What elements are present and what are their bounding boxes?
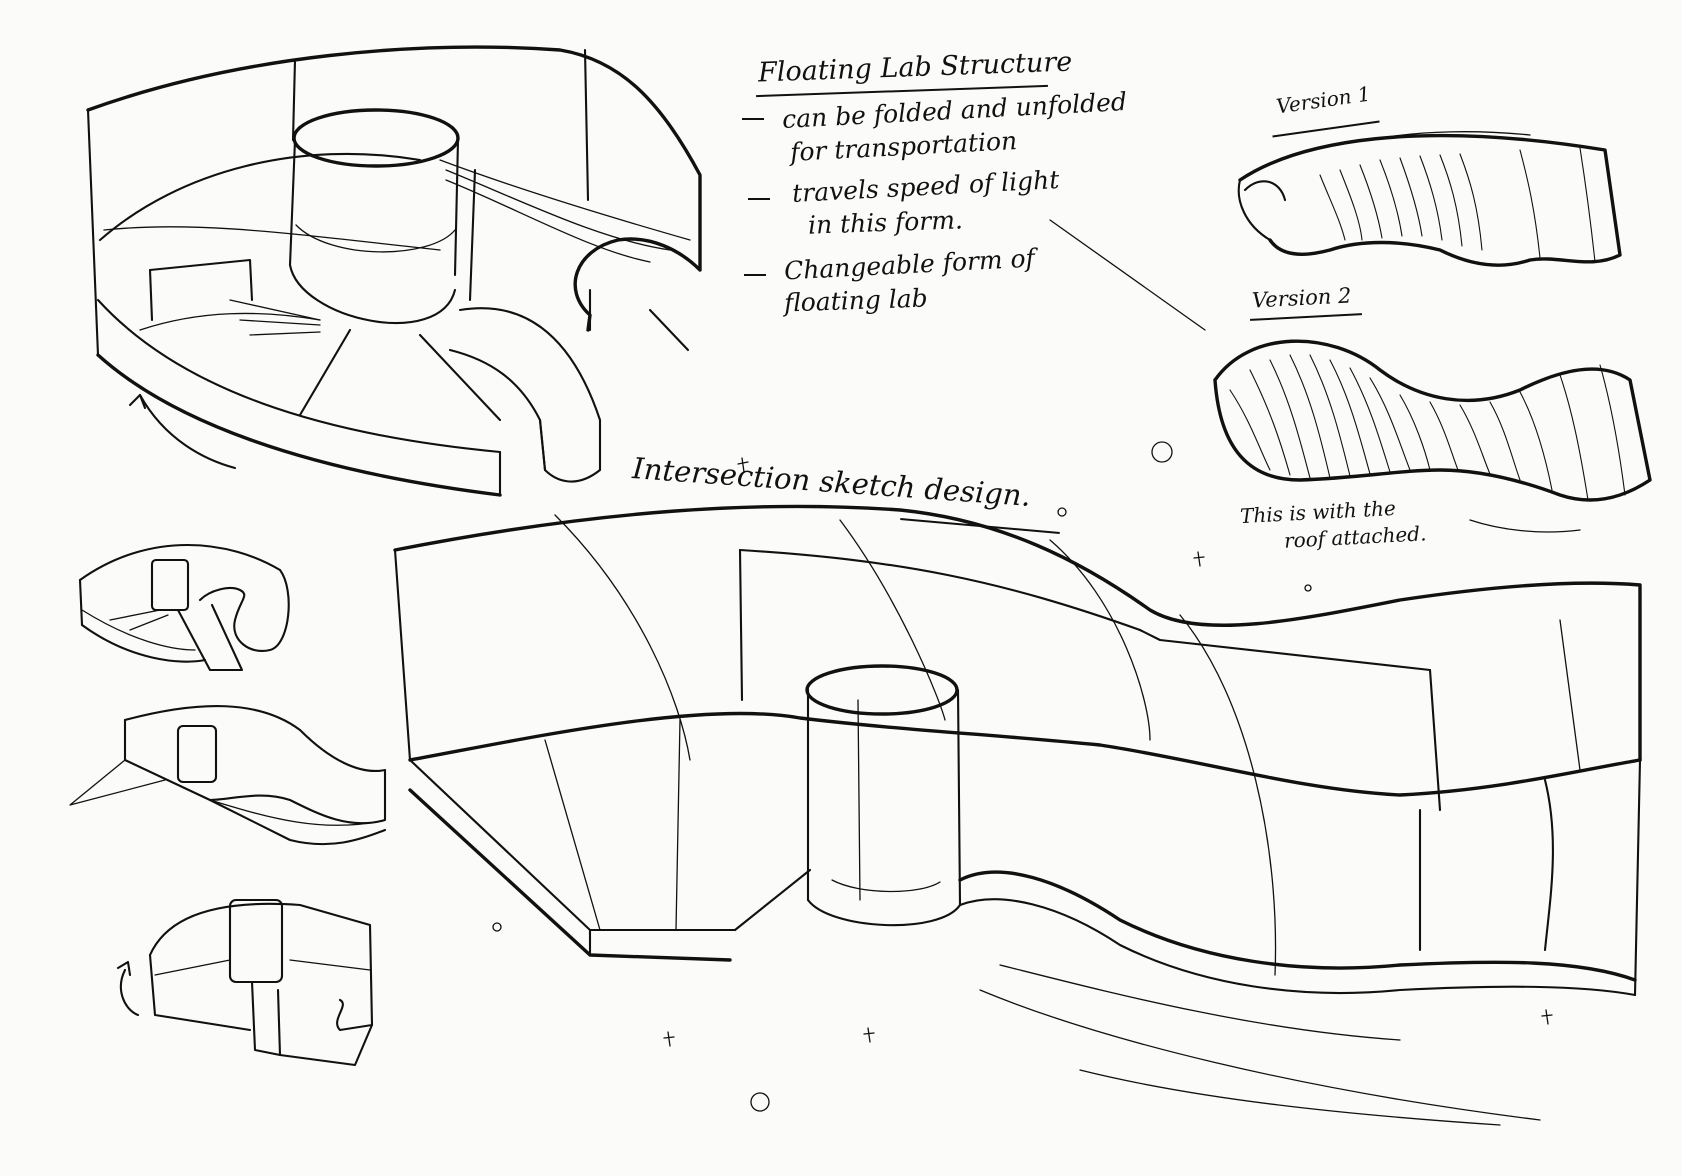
note-3-line-2: floating lab: [783, 283, 929, 318]
note-dash-3: [744, 274, 766, 276]
note-dash-2: [748, 198, 770, 200]
version-1-sketch: [1237, 131, 1622, 267]
intersection-main-sketch: [393, 504, 1642, 1126]
version-2-sketch: [1213, 339, 1652, 533]
sketch-marks: [492, 441, 1553, 1112]
thumbnail-2: [69, 705, 387, 846]
connector-line: [1049, 219, 1206, 331]
thumbnail-3: [116, 898, 374, 1067]
note-2-line-2: in this form.: [807, 205, 964, 240]
note-dash-1: [742, 118, 764, 120]
top-lab-sketch: [86, 45, 702, 497]
thumbnail-1: [78, 544, 290, 672]
